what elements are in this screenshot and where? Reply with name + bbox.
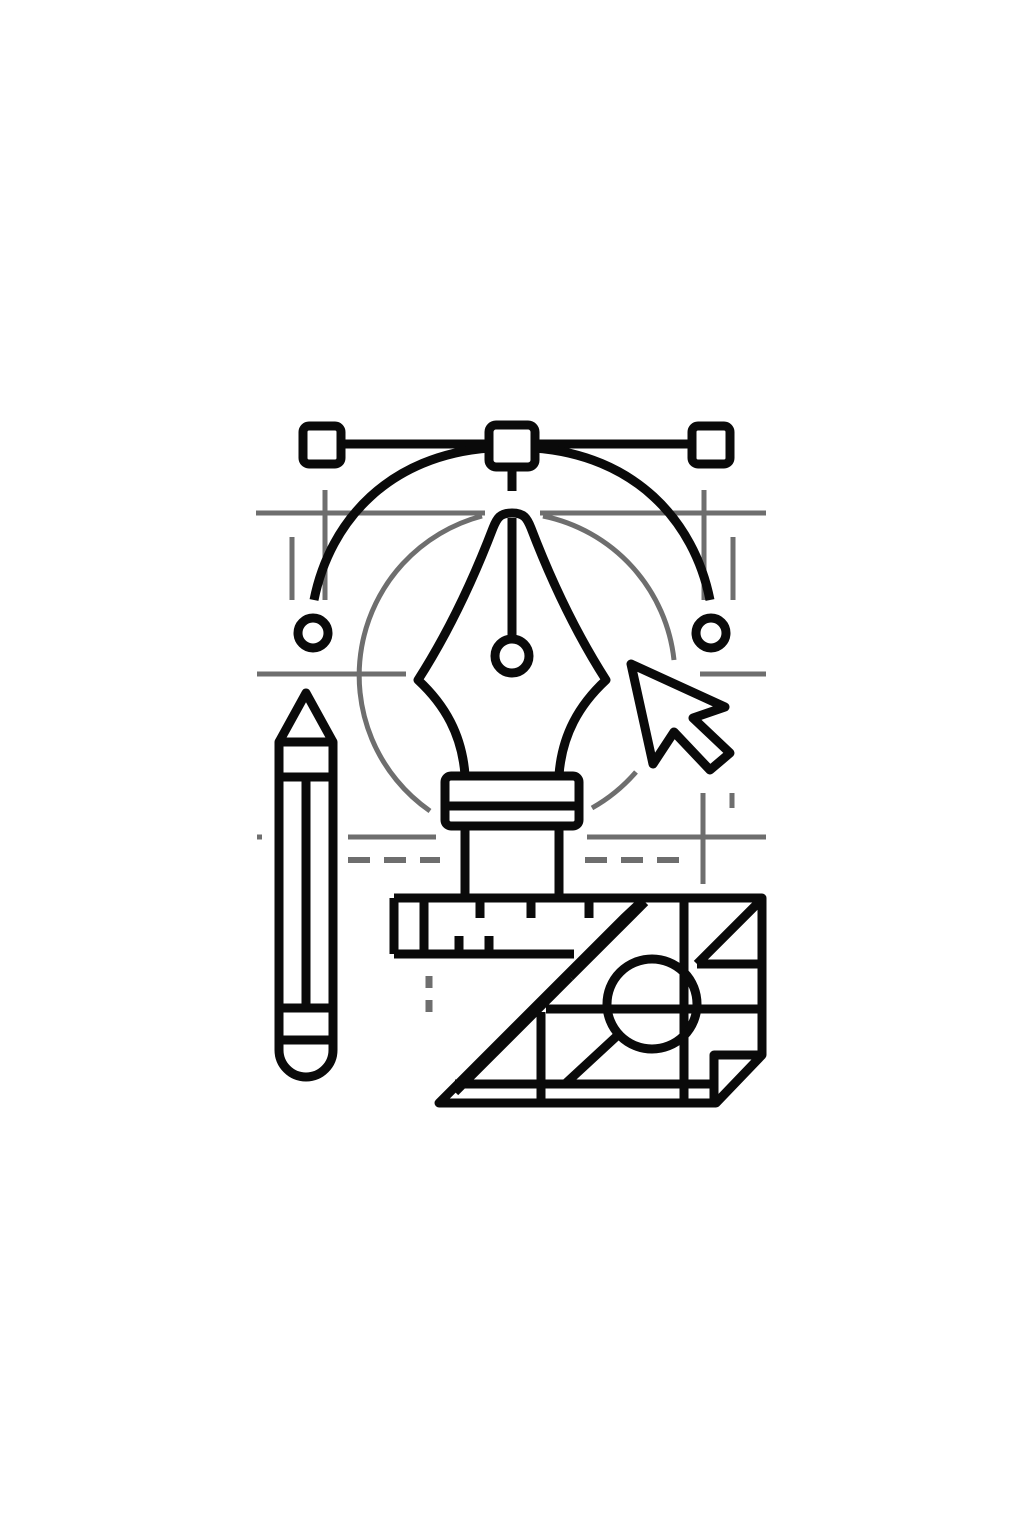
- anchor-square-center: [484, 420, 540, 472]
- bezier-curve: [293, 420, 735, 653]
- pen-nib-icon: [413, 508, 611, 898]
- handle-circle-right: [691, 613, 731, 653]
- pencil-icon: [274, 688, 338, 1082]
- cursor-arrow-icon: [626, 659, 735, 775]
- handle-circle-left: [293, 613, 333, 653]
- anchor-square-right: [687, 421, 735, 469]
- guide-lines: [256, 490, 766, 1012]
- anchor-square-left: [298, 421, 346, 469]
- blueprint-paper-icon: [451, 898, 762, 1101]
